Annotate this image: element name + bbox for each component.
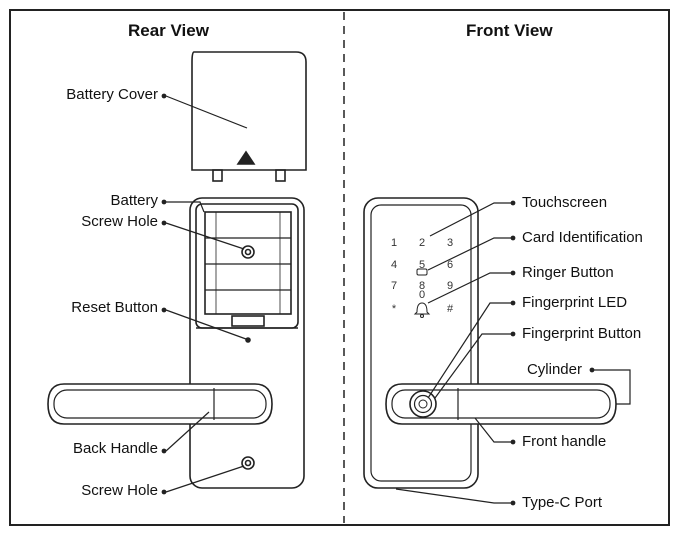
label-battery: Battery	[110, 192, 158, 209]
keypad-key: 8	[419, 280, 425, 292]
label-type-c-port: Type-C Port	[522, 494, 603, 511]
rear-lock-drawing	[47, 51, 307, 489]
back-handle-inner	[53, 389, 267, 419]
battery-compartment	[195, 203, 299, 329]
keypad-key: 3	[447, 237, 453, 249]
fingerprint-led	[413, 394, 433, 414]
label-touchscreen: Touchscreen	[522, 194, 608, 211]
label-front-handle: Front handle	[522, 433, 607, 450]
front-leaders	[395, 202, 631, 504]
screw-hole-bottom	[241, 456, 255, 470]
battery-frame	[204, 211, 292, 315]
label-screw-hole-bottom: Screw Hole	[81, 482, 158, 499]
keypad-key: #	[447, 303, 454, 315]
front-lock-drawing	[363, 197, 617, 489]
cover-clip-left	[212, 169, 223, 182]
back-handle	[47, 383, 273, 425]
front-body	[363, 197, 479, 489]
label-back-handle: Back Handle	[72, 440, 158, 457]
label-card-identification: Card Identification	[522, 229, 643, 246]
rear-view-title: Rear View	[128, 21, 209, 40]
keypad-key: 9	[447, 280, 453, 292]
keypad-key: 1	[391, 237, 397, 249]
front-handle	[385, 383, 617, 425]
battery-clip	[231, 315, 265, 327]
keypad-key: *	[392, 303, 397, 315]
cover-arrow-icon	[236, 150, 256, 165]
label-screw-hole-top: Screw Hole	[81, 213, 158, 230]
cover-clip-right	[275, 169, 286, 182]
rear-body	[189, 197, 305, 489]
bell-icon	[413, 302, 431, 315]
front-view-title: Front View	[466, 21, 553, 40]
label-fingerprint-led: Fingerprint LED	[522, 294, 628, 311]
rear-leaders	[165, 95, 248, 493]
label-cylinder: Cylinder	[526, 361, 582, 378]
rear-leader-dots	[161, 93, 167, 495]
label-fingerprint-button: Fingerprint Button	[522, 325, 642, 342]
keypad-key: 7	[391, 280, 397, 292]
keypad: 1 2 3 4 5 6 7 8 9 * 0 #	[391, 237, 454, 315]
card-icon	[416, 268, 428, 276]
keypad-key: 5	[419, 259, 425, 271]
reset-button	[245, 337, 251, 343]
screw-hole-top	[241, 245, 255, 259]
front-leader-dots	[510, 200, 595, 506]
keypad-key: 6	[447, 259, 453, 271]
front-panel	[370, 204, 472, 482]
battery-cover	[191, 51, 307, 171]
outer-frame	[9, 9, 670, 526]
keypad-key: 0	[419, 289, 425, 301]
fingerprint-button	[409, 390, 437, 418]
label-battery-cover: Battery Cover	[66, 86, 158, 103]
label-ringer-button: Ringer Button	[522, 264, 614, 281]
label-reset-button: Reset Button	[71, 299, 158, 316]
front-handle-inner	[391, 389, 611, 419]
keypad-key: 2	[419, 237, 425, 249]
keypad-key: 4	[391, 259, 397, 271]
